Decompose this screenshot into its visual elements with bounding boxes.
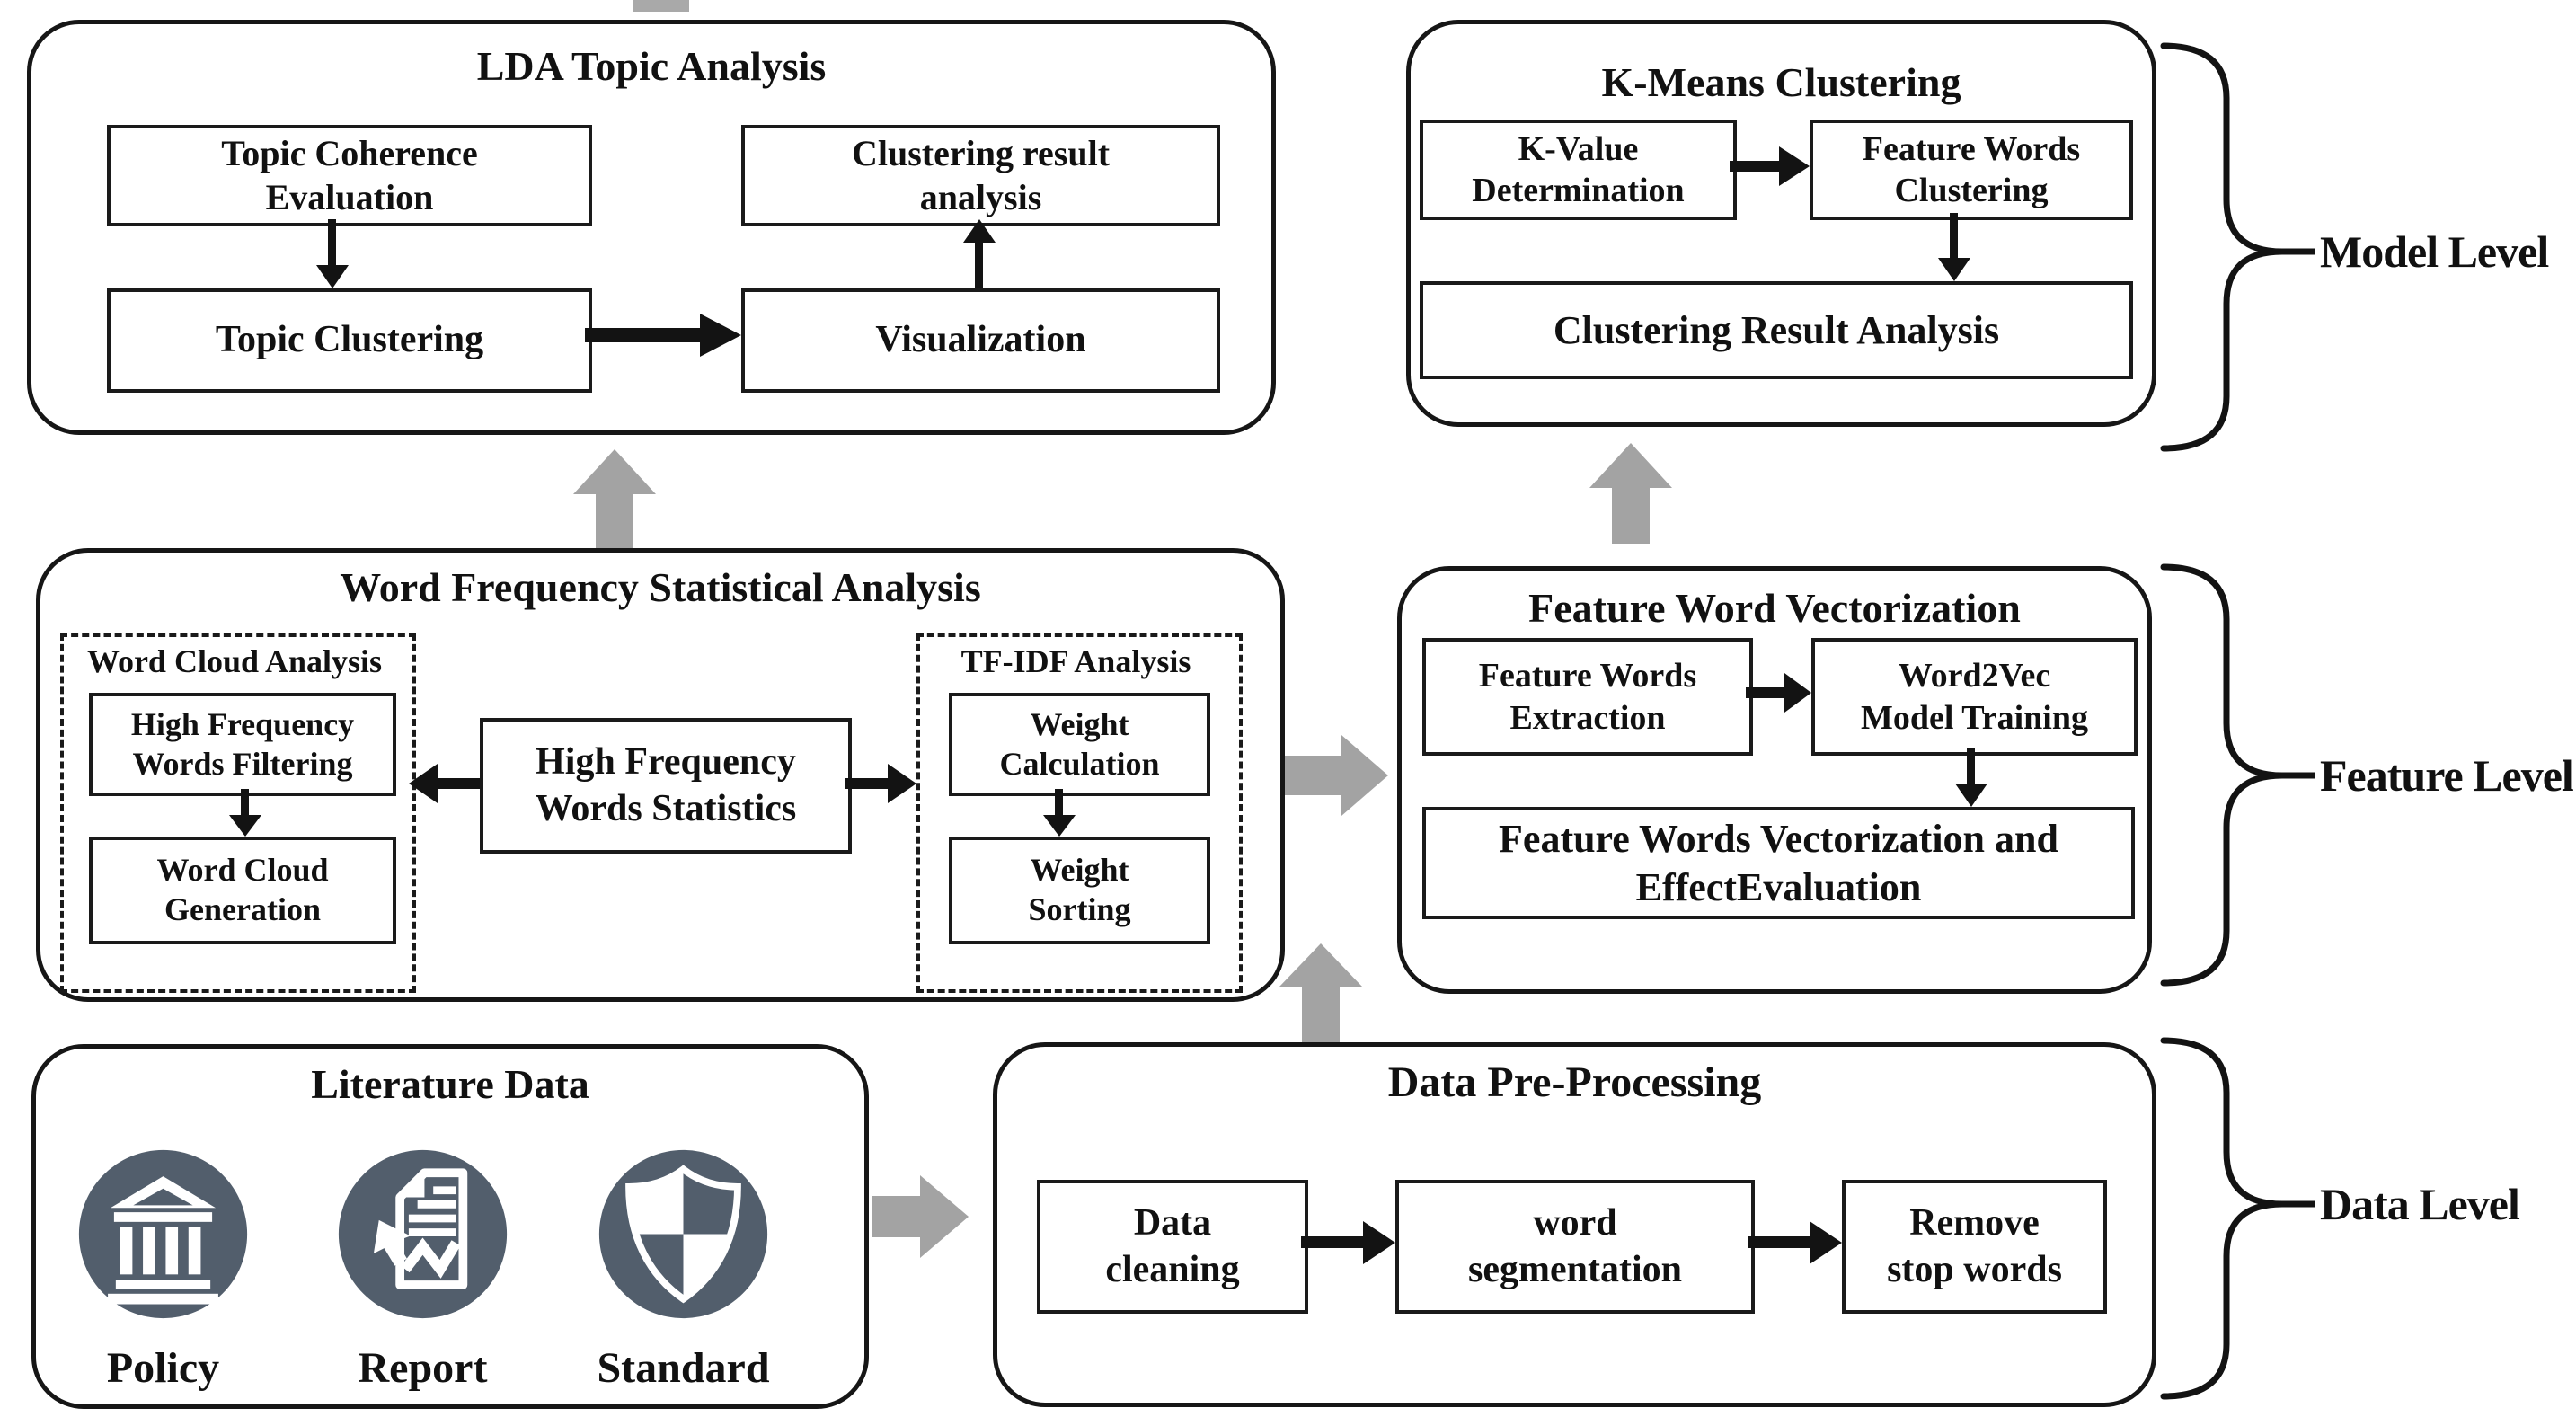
group-word-cloud-analysis-label: Word Cloud Analysis	[86, 643, 383, 679]
arrow-down-word2vec-to-vectorization	[1955, 748, 1987, 807]
box-clustering-result-analysis-big: Clustering Result Analysis	[1420, 281, 2133, 379]
arrow-right-extraction-to-word2vec	[1746, 673, 1811, 713]
panel-feature-word-vectorization: Feature Word Vectorization Feature Words…	[1397, 566, 2152, 994]
box-high-frequency-words-statistics: High Frequency Words Statistics	[480, 718, 852, 854]
panel-literature-title: Literature Data	[311, 1061, 589, 1107]
arrow-right-clustering-to-visualization	[585, 314, 741, 357]
box-feature-words-clustering: Feature Words Clustering	[1810, 120, 2133, 220]
arrow-down-filtering-to-generation	[229, 789, 261, 837]
box-visualization: Visualization	[741, 288, 1220, 393]
panel-feature-vectorization-title: Feature Word Vectorization	[1528, 585, 2021, 631]
panel-preprocessing-title: Data Pre-Processing	[1387, 1058, 1762, 1106]
box-word-segmentation: word segmentation	[1395, 1180, 1755, 1314]
literature-item-label-report: Report	[358, 1344, 488, 1392]
report-document-icon	[335, 1147, 510, 1322]
panel-lda-title: LDA Topic Analysis	[476, 43, 827, 89]
data-level-label: Data Level	[2320, 1179, 2520, 1229]
box-feature-words-extraction: Feature Words Extraction	[1422, 638, 1753, 756]
group-word-cloud-analysis	[60, 633, 416, 993]
group-tfidf-analysis-label: TF-IDF Analysis	[960, 643, 1191, 679]
box-high-frequency-words-filtering: High Frequency Words Filtering	[89, 693, 396, 796]
box-clustering-result-analysis: Clustering result analysis	[741, 125, 1220, 226]
data-level-brace	[2156, 1035, 2316, 1402]
model-level-brace	[2156, 40, 2316, 454]
level-arrow-right-wordfreq-to-featurevec	[1285, 735, 1388, 816]
box-weight-sorting: Weight Sorting	[949, 837, 1210, 944]
panel-word-frequency-analysis: Word Frequency Statistical Analysis Word…	[36, 548, 1285, 1002]
gray-artifact-nub	[633, 0, 689, 12]
panel-kmeans-clustering: K-Means Clustering K-Value Determination…	[1406, 20, 2156, 427]
panel-data-preprocessing: Data Pre-Processing Data cleaning word s…	[993, 1042, 2156, 1407]
arrow-down-coherence-to-clustering	[316, 219, 349, 288]
arrow-down-calculation-to-sorting	[1043, 789, 1076, 837]
box-k-value-determination: K-Value Determination	[1420, 120, 1737, 220]
literature-item-label-standard: Standard	[597, 1344, 770, 1392]
box-topic-coherence-evaluation: Topic Coherence Evaluation	[107, 125, 592, 226]
arrow-right-statistics-to-tfidf	[845, 764, 916, 803]
bank-icon	[75, 1147, 251, 1322]
level-arrow-right-literature-to-preprocessing	[872, 1175, 969, 1258]
arrow-right-segmentation-to-stopwords	[1748, 1221, 1842, 1264]
box-feature-words-vectorization-evaluation: Feature Words Vectorization and EffectEv…	[1422, 807, 2135, 919]
box-topic-clustering: Topic Clustering	[107, 288, 592, 393]
model-level-label: Model Level	[2320, 226, 2549, 277]
feature-level-brace	[2156, 562, 2316, 988]
box-word-cloud-generation: Word Cloud Generation	[89, 837, 396, 944]
arrow-right-kvalue-to-clustering	[1730, 146, 1810, 186]
level-arrow-up-preprocessing-to-middle	[1279, 943, 1362, 1042]
group-tfidf-analysis	[916, 633, 1243, 993]
literature-item-label-policy: Policy	[106, 1344, 220, 1392]
level-arrow-up-featurevec-to-kmeans	[1589, 443, 1672, 544]
panel-lda-topic-analysis: LDA Topic Analysis Topic Coherence Evalu…	[27, 20, 1276, 435]
box-remove-stop-words: Remove stop words	[1842, 1180, 2107, 1314]
arrow-right-cleaning-to-segmentation	[1301, 1221, 1395, 1264]
panel-kmeans-title: K-Means Clustering	[1601, 59, 1961, 105]
shield-icon	[596, 1147, 771, 1322]
feature-level-label: Feature Level	[2320, 750, 2574, 801]
level-arrow-up-wordfreq-to-lda	[573, 449, 656, 548]
box-word2vec-model-training: Word2Vec Model Training	[1811, 638, 2138, 756]
panel-word-frequency-title: Word Frequency Statistical Analysis	[340, 564, 981, 610]
box-data-cleaning: Data cleaning	[1037, 1180, 1308, 1314]
arrow-left-statistics-to-wordcloud	[409, 764, 480, 803]
arrow-down-clustering-to-analysis	[1938, 213, 1970, 281]
panel-literature-data: Literature Data	[31, 1044, 869, 1409]
arrow-up-visualization-to-result	[963, 219, 996, 288]
box-weight-calculation: Weight Calculation	[949, 693, 1210, 796]
